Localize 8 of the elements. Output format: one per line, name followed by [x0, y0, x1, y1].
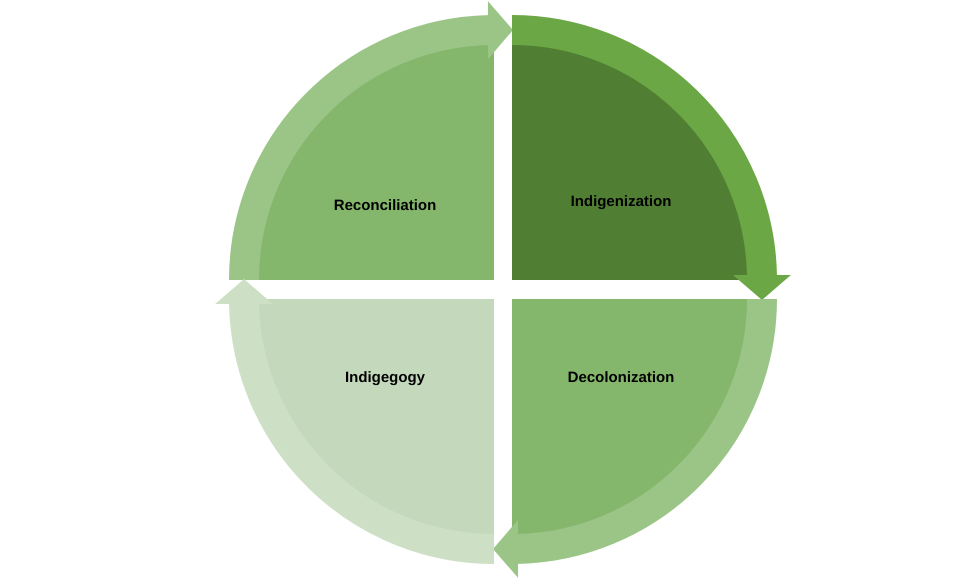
curved-arrow: [492, 298, 777, 578]
segment-label: Reconciliation: [334, 197, 436, 215]
segment-label: Indigegogy: [345, 369, 425, 387]
curved-arrow: [511, 15, 791, 300]
segment-label: Indigenization: [570, 193, 672, 211]
curved-arrow: [229, 1, 514, 281]
segment-label: Decolonization: [568, 369, 674, 387]
curved-arrow: [215, 278, 495, 564]
